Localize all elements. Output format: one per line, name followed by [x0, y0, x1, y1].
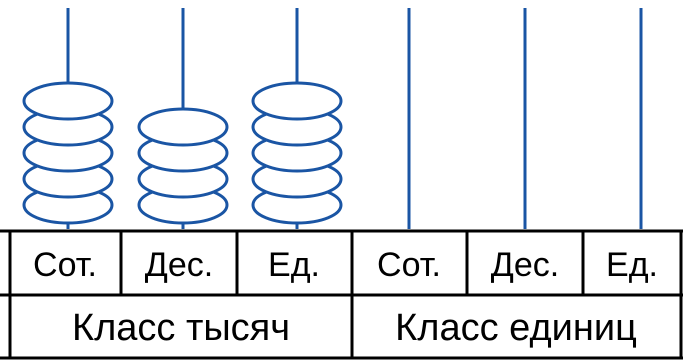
place-value-table-grid	[0, 229, 683, 360]
column-label-tens-thousands: Дес.	[145, 246, 213, 284]
column-label-units-units: Ед.	[606, 246, 658, 284]
column-labels: Сот. Дес. Ед. Сот. Дес. Ед.	[33, 246, 658, 284]
column-label-hundreds-units: Сот.	[377, 246, 441, 284]
abacus-bead	[251, 81, 343, 121]
abacus-bead	[137, 107, 229, 147]
abacus-beads	[22, 81, 343, 225]
class-label-units: Класс единиц	[395, 307, 637, 349]
column-label-tens-units: Дес.	[491, 246, 559, 284]
column-label-hundreds-thousands: Сот.	[33, 246, 97, 284]
abacus-bead	[22, 81, 114, 121]
column-label-units-thousands: Ед.	[268, 246, 320, 284]
class-label-thousands: Класс тысяч	[72, 307, 290, 349]
class-labels: Класс тысяч Класс единиц	[72, 307, 637, 349]
